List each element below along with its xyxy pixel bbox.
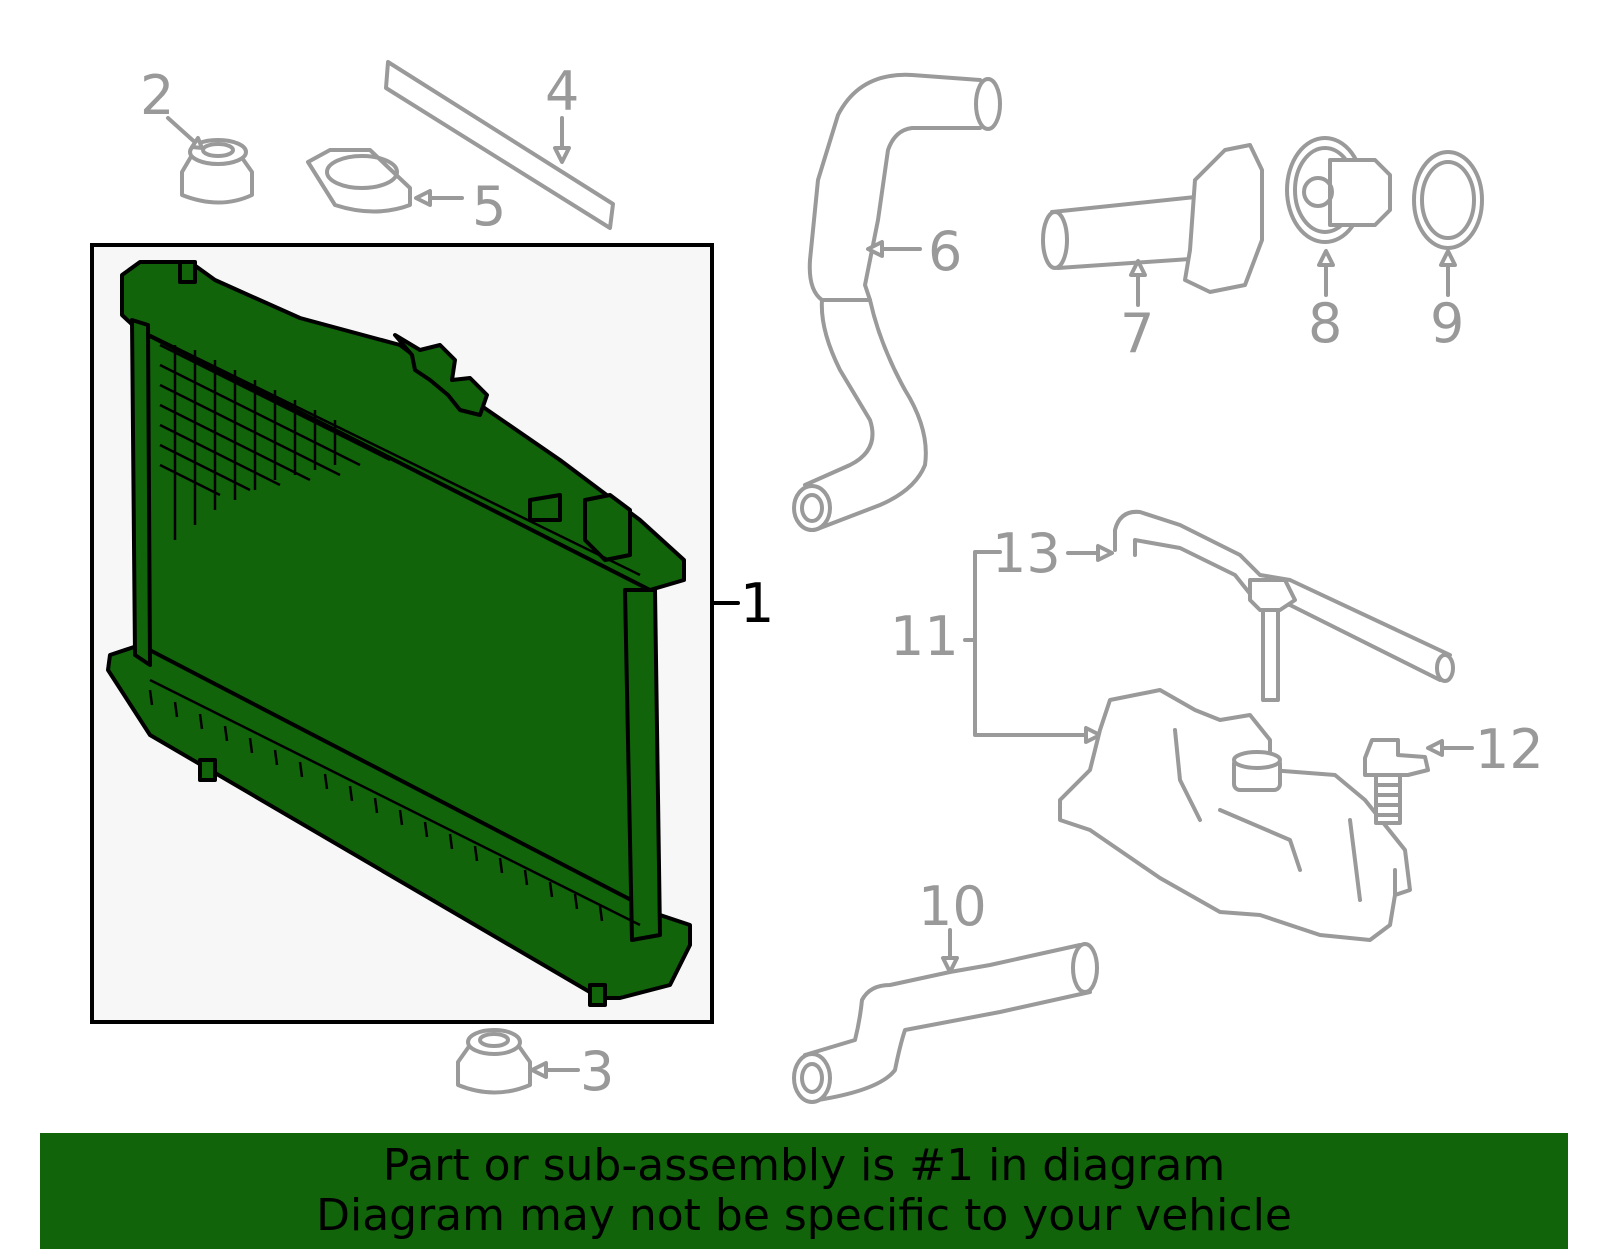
bolt-part-12[interactable] (1363, 738, 1474, 825)
upper-hose-part-6[interactable] (792, 72, 1002, 532)
callout-12: 12 (1475, 718, 1544, 781)
callout-10: 10 (918, 875, 987, 938)
callout-13: 13 (992, 522, 1061, 585)
callout-5: 5 (472, 175, 506, 238)
radiator-part-1[interactable] (106, 260, 692, 1007)
reservoir-tank-part-11[interactable] (1058, 688, 1412, 942)
banner-line-1: Part or sub-assembly is #1 in diagram (382, 1140, 1226, 1191)
thermostat-part-8[interactable] (1285, 136, 1392, 297)
info-banner: Part or sub-assembly is #1 in diagram Di… (40, 1133, 1568, 1249)
water-inlet-part-7[interactable] (1041, 143, 1264, 307)
seal-strip-part-4[interactable] (384, 60, 615, 230)
grommet-part-2[interactable] (166, 116, 254, 205)
overflow-hose-part-13[interactable] (1066, 509, 1455, 702)
callout-8: 8 (1308, 292, 1342, 355)
callout-4: 4 (545, 60, 579, 123)
radiator-cap-part-5[interactable] (306, 148, 464, 214)
gasket-part-9[interactable] (1412, 150, 1484, 297)
grommet-part-3[interactable] (456, 1028, 580, 1095)
banner-line-2: Diagram may not be specific to your vehi… (316, 1190, 1292, 1241)
callout-9: 9 (1430, 292, 1464, 355)
callout-1: 1 (740, 572, 774, 635)
callout-3: 3 (580, 1040, 614, 1103)
callout-2: 2 (140, 64, 174, 127)
bracket-part-11 (963, 550, 1102, 744)
lower-hose-part-10[interactable] (792, 928, 1099, 1104)
callout-11: 11 (890, 605, 959, 668)
callout-7: 7 (1120, 302, 1154, 365)
callout-6: 6 (928, 220, 962, 283)
